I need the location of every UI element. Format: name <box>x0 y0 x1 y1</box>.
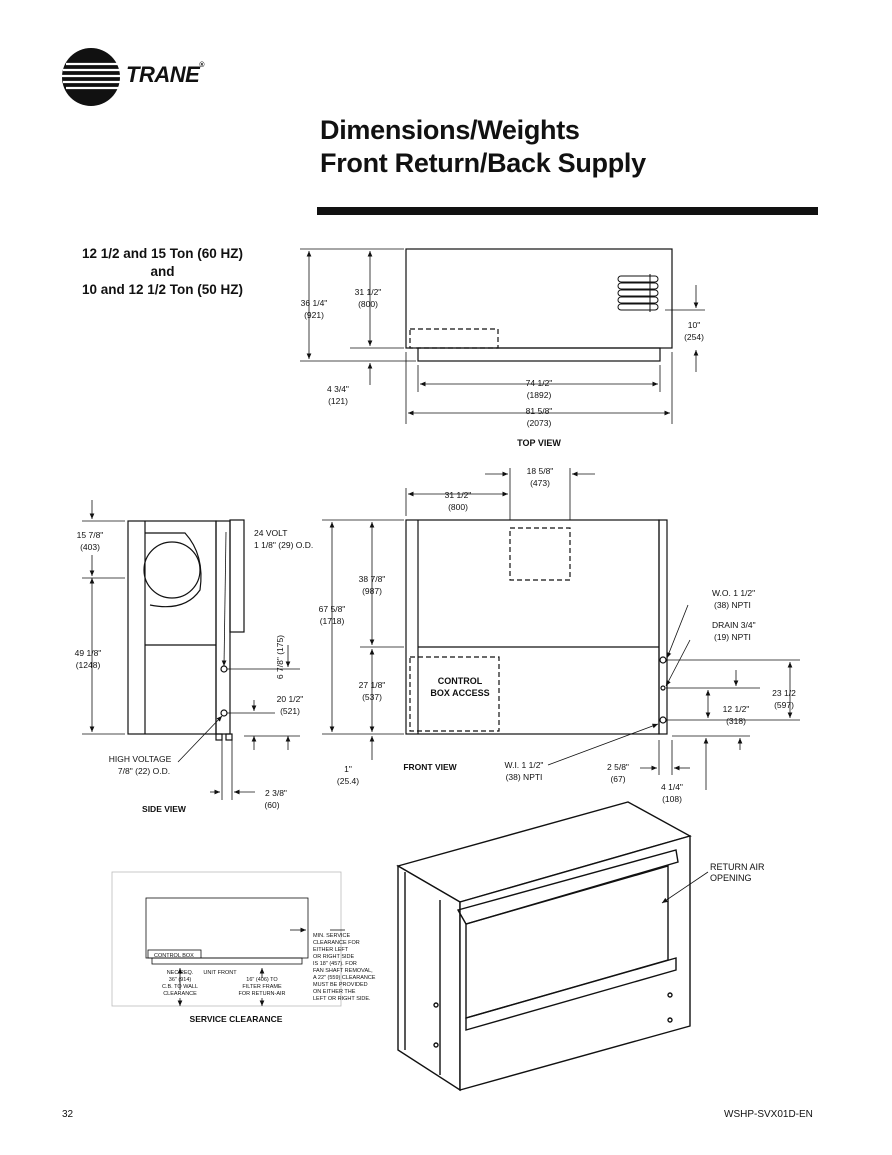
front-dim-9: 2 5/8" <box>607 762 629 772</box>
service-clearance-caption: SERVICE CLEARANCE <box>190 1014 283 1024</box>
front-dim-3m: (987) <box>362 586 382 596</box>
side-dim-1m: (403) <box>80 542 100 552</box>
top-dim-2: 31 1/2" <box>355 287 382 297</box>
wi-npti: (38) NPTI <box>506 772 543 782</box>
return-air-label-1: RETURN AIR <box>710 862 765 872</box>
service-note-line: CLEARANCE FOR <box>313 940 360 946</box>
side-dim-4m: (521) <box>280 706 300 716</box>
document-code: WSHP-SVX01D-EN <box>724 1109 813 1120</box>
title-line-2: Front Return/Back Supply <box>320 148 646 178</box>
top-dim-3m: (254) <box>684 332 704 342</box>
page-number: 32 <box>62 1109 74 1120</box>
subtitle-line-3: 10 and 12 1/2 Ton (50 HZ) <box>81 282 244 297</box>
subtitle-line-2: and <box>150 264 175 279</box>
side-dim-5m: (60) <box>264 800 279 810</box>
wo-npti: (38) NPTI <box>714 600 751 610</box>
high-voltage-label: HIGH VOLTAGE <box>109 754 172 764</box>
front-view-drawing <box>322 468 800 790</box>
front-dim-1m: (473) <box>530 478 550 488</box>
side-dim-3: 6 7/8" (175) <box>275 635 285 679</box>
front-dim-8m: (318) <box>726 716 746 726</box>
front-dim-10m: (108) <box>662 794 682 804</box>
top-dim-4m: (121) <box>328 396 348 406</box>
top-dim-5: 74 1/2" <box>526 378 553 388</box>
page-title: Dimensions/Weights Front Return/Back Sup… <box>320 114 646 180</box>
front-dim-4m: (1718) <box>320 616 345 626</box>
service-note-line: ON EITHER THE <box>313 989 356 995</box>
wo-label: W.O. 1 1/2" <box>712 588 755 598</box>
service-clearance-drawing <box>111 871 345 1007</box>
return-air-label-2: OPENING <box>710 873 752 883</box>
isometric-unit-drawing <box>396 801 709 1092</box>
nec-1: NEC REQ. <box>167 970 194 976</box>
nec-4: CLEARANCE <box>163 991 197 997</box>
service-note-line: LEFT OR RIGHT SIDE. <box>313 996 371 1002</box>
front-dim-2: 31 1/2" <box>445 490 472 500</box>
service-note-line: OR RIGHT SIDE <box>313 954 354 960</box>
title-line-1: Dimensions/Weights <box>320 115 580 145</box>
side-view-drawing <box>82 500 300 800</box>
filter-3: FOR RETURN-AIR <box>238 991 285 997</box>
model-subtitle: 12 1/2 and 15 Ton (60 HZ) and 10 and 12 … <box>60 245 265 299</box>
24-volt-od: 1 1/8" (29) O.D. <box>254 540 313 550</box>
top-dim-3: 10" <box>688 320 700 330</box>
top-view-drawing <box>300 248 705 424</box>
24-volt-label: 24 VOLT <box>254 528 287 538</box>
front-dim-3: 38 7/8" <box>359 574 386 584</box>
brand-wordmark: TRANE® <box>126 62 204 88</box>
top-dim-1m: (921) <box>304 310 324 320</box>
side-dim-1: 15 7/8" <box>77 530 104 540</box>
front-dim-9m: (67) <box>610 774 625 784</box>
trane-logo-icon <box>62 48 122 106</box>
service-note-line: EITHER LEFT <box>313 947 349 953</box>
front-dim-2m: (800) <box>448 502 468 512</box>
front-dim-7: 23 1/2 <box>772 688 796 698</box>
front-dim-6: 1" <box>344 764 352 774</box>
top-dim-4: 4 3/4" <box>327 384 349 394</box>
wi-label: W.I. 1 1/2" <box>505 760 544 770</box>
high-voltage-od: 7/8" (22) O.D. <box>118 766 170 776</box>
service-note: MIN. SERVICE CLEARANCE FOR EITHER LEFT O… <box>313 933 376 1002</box>
top-dim-1: 36 1/4" <box>301 298 328 308</box>
control-box-label-1: CONTROL <box>438 676 483 686</box>
nec-3: C.B. TO WALL <box>162 984 198 990</box>
side-dim-2m: (1248) <box>76 660 101 670</box>
nec-2: 36" (914) <box>169 977 192 983</box>
service-note-line: FAN SHAFT REMOVAL, <box>313 968 373 974</box>
top-dim-6m: (2073) <box>527 418 552 428</box>
side-dim-5: 2 3/8" <box>265 788 287 798</box>
front-dim-7m: (597) <box>774 700 794 710</box>
front-dim-4: 67 5/8" <box>319 604 346 614</box>
front-dim-5: 27 1/8" <box>359 680 386 690</box>
side-view-caption: SIDE VIEW <box>142 804 187 814</box>
drain-npti: (19) NPTI <box>714 632 751 642</box>
top-view-caption: TOP VIEW <box>517 438 561 448</box>
control-box-label-2: BOX ACCESS <box>430 688 489 698</box>
front-dim-10: 4 1/4" <box>661 782 683 792</box>
side-dim-4: 20 1/2" <box>277 694 304 704</box>
side-dim-2: 49 1/8" <box>75 648 102 658</box>
front-dim-1: 18 5/8" <box>527 466 554 476</box>
control-box-small: CONTROL BOX <box>154 953 194 959</box>
top-dim-6: 81 5/8" <box>526 406 553 416</box>
filter-2: FILTER FRAME <box>242 984 282 990</box>
service-note-line: A 22" (559) CLEARANCE <box>313 975 376 981</box>
title-rule <box>317 207 818 215</box>
service-note-line: MIN. SERVICE <box>313 933 351 939</box>
subtitle-line-1: 12 1/2 and 15 Ton (60 HZ) <box>81 246 244 261</box>
brand-name: TRANE <box>126 62 200 87</box>
front-view-caption: FRONT VIEW <box>403 762 457 772</box>
top-dim-5m: (1892) <box>527 390 552 400</box>
front-dim-8: 12 1/2" <box>723 704 750 714</box>
service-note-line: MUST BE PROVIDED <box>313 982 368 988</box>
service-note-line: IS 18" (457). FOR <box>313 961 357 967</box>
front-dim-6m: (25.4) <box>337 776 359 786</box>
top-dim-2m: (800) <box>358 299 378 309</box>
registered-mark: ® <box>199 62 204 69</box>
filter-1: 16" (406) TO <box>246 977 278 983</box>
unit-front: UNIT FRONT <box>203 970 237 976</box>
drain-label: DRAIN 3/4" <box>712 620 756 630</box>
front-dim-5m: (537) <box>362 692 382 702</box>
